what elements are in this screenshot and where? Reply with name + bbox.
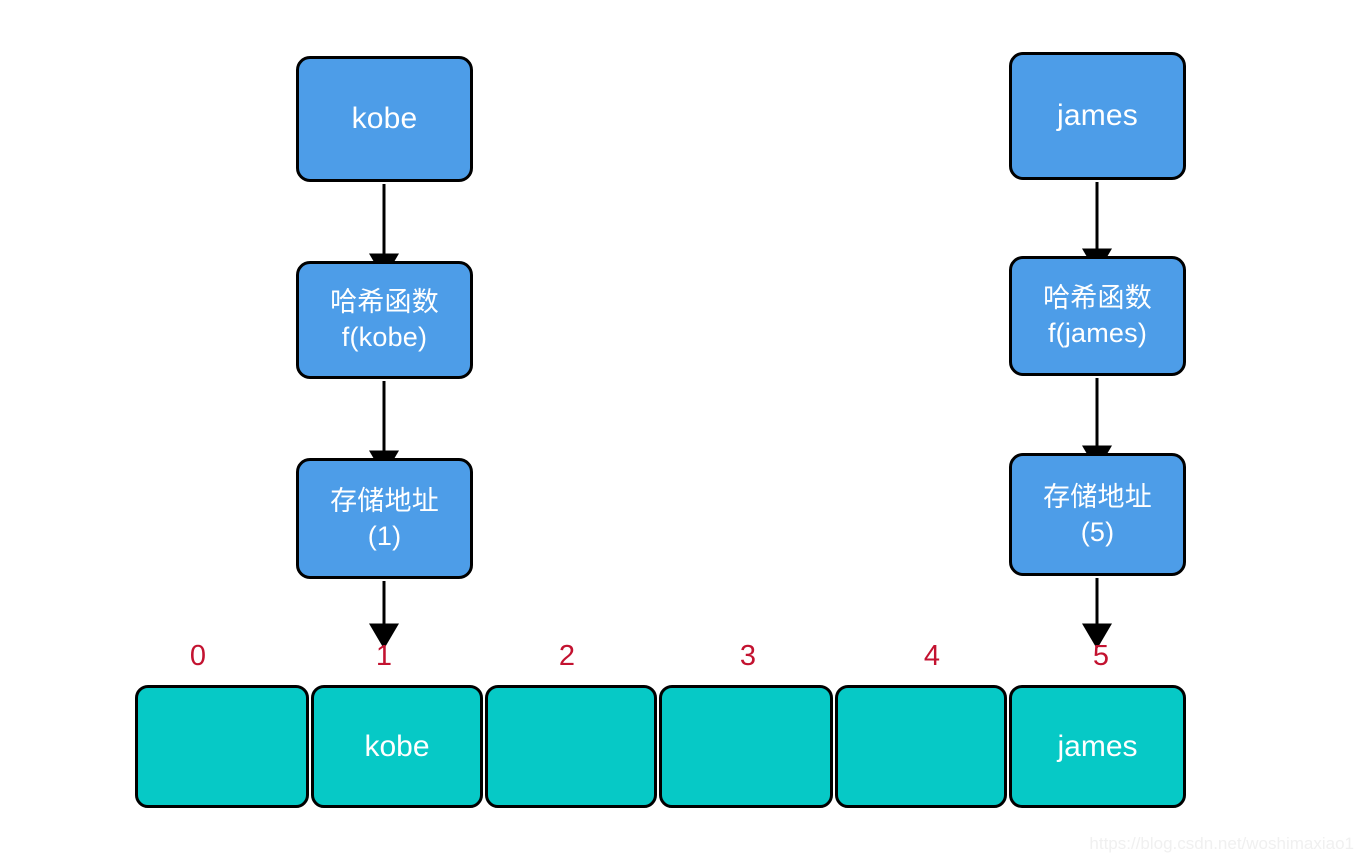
array-cell-1[interactable]: kobe [311,685,483,808]
input-node-kobe[interactable]: kobe [296,56,473,182]
watermark-text: https://blog.csdn.net/woshimaxiao1 [1089,834,1354,853]
input-node-james[interactable]: james [1009,52,1186,180]
array-index-label-5: 5 [1092,640,1110,672]
address-node-james-title: 存储地址 [1043,481,1152,512]
array-cell-5[interactable]: james [1009,685,1186,808]
hash-node-kobe[interactable]: 哈希函数 f(kobe) [296,261,473,379]
address-node-kobe-value: (1) [367,520,402,551]
hash-node-james[interactable]: 哈希函数 f(james) [1009,256,1186,376]
address-node-kobe[interactable]: 存储地址 (1) [296,458,473,579]
input-node-james-label: james [1056,98,1139,132]
array-cell-4[interactable] [835,685,1007,808]
hash-node-kobe-expression: f(kobe) [341,322,428,352]
hash-node-james-title: 哈希函数 [1043,283,1152,314]
array-index-label-2: 2 [558,640,576,672]
input-node-kobe-label: kobe [351,101,418,135]
array-cell-2[interactable] [485,685,657,808]
array-index-label-4: 4 [923,640,941,672]
array-index-label-0: 0 [189,640,207,672]
address-node-james[interactable]: 存储地址 (5) [1009,453,1186,576]
array-index-label-1: 1 [375,640,393,672]
array-cell-3[interactable] [659,685,833,808]
address-node-james-value: (5) [1080,516,1115,547]
hash-node-kobe-title: 哈希函数 [330,287,439,318]
array-index-label-3: 3 [739,640,757,672]
array-cell-0[interactable] [135,685,309,808]
address-node-kobe-title: 存储地址 [330,485,439,516]
hash-node-james-expression: f(james) [1047,318,1148,348]
